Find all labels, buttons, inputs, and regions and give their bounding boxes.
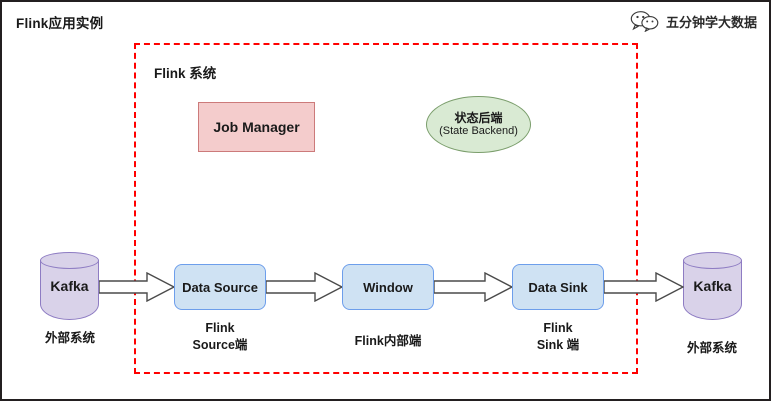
cylinder-body [40, 260, 99, 320]
wechat-icon [630, 10, 660, 32]
cylinder-body [683, 260, 742, 320]
data-sink-label: Data Sink [528, 279, 588, 295]
caption-internal-stage: Flink内部端 [354, 334, 422, 348]
node-kafka-left[interactable]: Kafka [40, 252, 99, 320]
flink-system-boundary [134, 43, 638, 374]
node-state-backend[interactable]: 状态后端 (State Backend) [426, 96, 531, 153]
cylinder-top [40, 252, 99, 269]
caption-sink-stage: Flink Sink 端 [536, 321, 580, 352]
data-source-label: Data Source [182, 279, 258, 295]
watermark: 五分钟学大数据 [630, 10, 757, 32]
arrow-data-sink-to-kafka [604, 272, 684, 302]
flink-system-label: Flink 系统 [154, 66, 217, 81]
page-title: Flink应用实例 [16, 16, 104, 31]
cylinder-top [683, 252, 742, 269]
window-label: Window [363, 279, 413, 295]
node-kafka-right[interactable]: Kafka [683, 252, 742, 320]
state-backend-label-en: (State Backend) [439, 125, 518, 138]
watermark-text: 五分钟学大数据 [665, 14, 757, 30]
node-data-sink[interactable]: Data Sink [512, 264, 604, 310]
state-backend-label-zh: 状态后端 [454, 110, 503, 125]
arrow-kafka-to-data-source [99, 272, 175, 302]
caption-right-external: 外部系统 [686, 341, 737, 355]
arrow-data-source-to-window [266, 272, 343, 302]
caption-left-external: 外部系统 [44, 331, 95, 345]
node-window[interactable]: Window [342, 264, 434, 310]
job-manager-label: Job Manager [213, 119, 300, 135]
kafka-right-label: Kafka [693, 278, 732, 294]
caption-source-stage: Flink Source端 [192, 321, 248, 352]
node-data-source[interactable]: Data Source [174, 264, 266, 310]
node-job-manager[interactable]: Job Manager [198, 102, 315, 152]
kafka-left-label: Kafka [50, 278, 89, 294]
arrow-window-to-data-sink [434, 272, 513, 302]
